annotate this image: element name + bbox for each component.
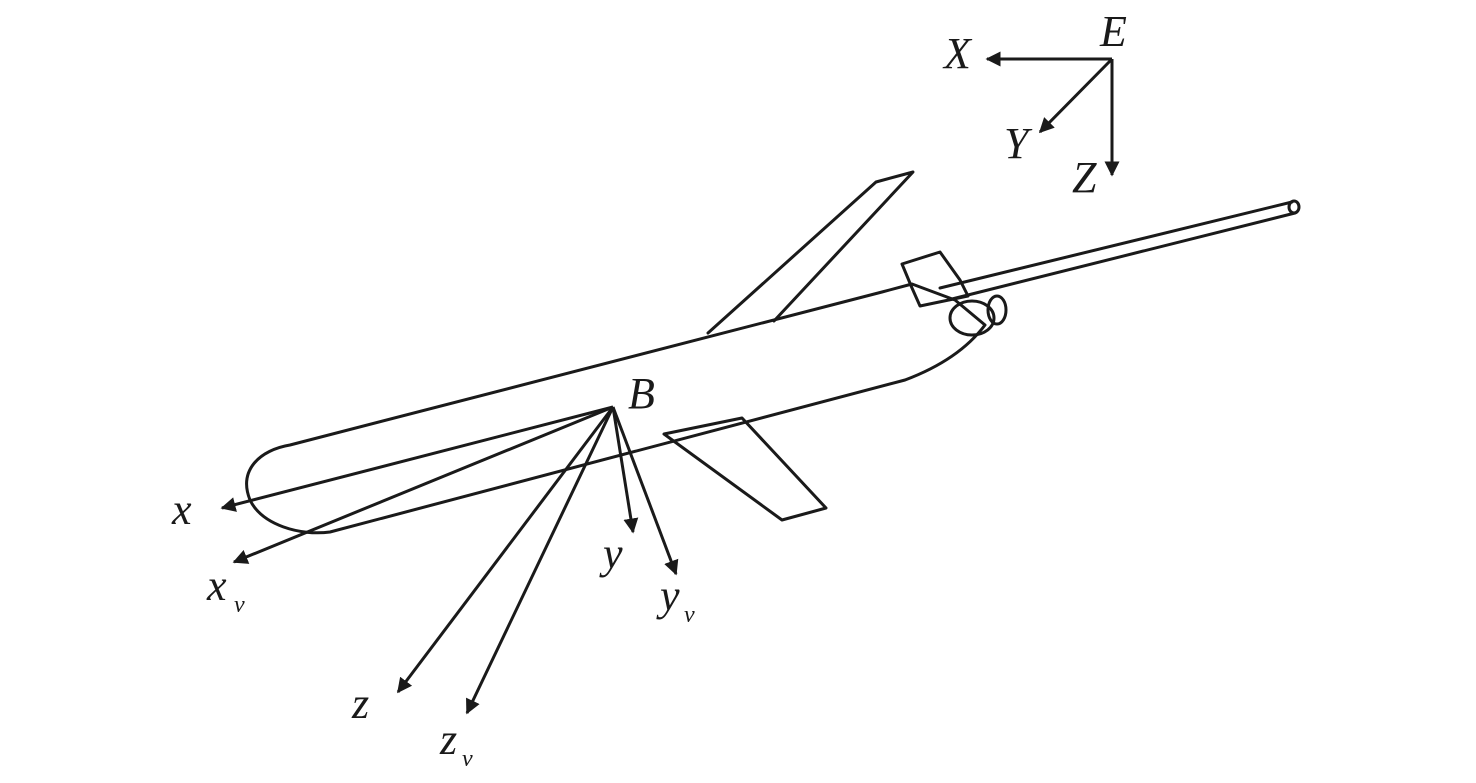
velocity-y-main: y bbox=[656, 571, 680, 620]
velocity-x-label: x v bbox=[206, 561, 245, 618]
velocity-x-axis bbox=[232, 405, 614, 564]
antenna-tip bbox=[1287, 199, 1301, 215]
vehicle-drawing bbox=[245, 170, 1301, 535]
velocity-x-main: x bbox=[206, 561, 227, 610]
earth-z-label: Z bbox=[1072, 153, 1097, 202]
body-z-axis bbox=[396, 406, 615, 694]
hull bbox=[245, 282, 987, 535]
body-x-label: x bbox=[171, 485, 192, 534]
antenna bbox=[938, 200, 1297, 302]
body-frames: B x x v y y v z z v bbox=[171, 369, 695, 772]
thruster-nozzle bbox=[986, 294, 1008, 326]
earth-y-label: Y bbox=[1004, 119, 1033, 168]
body-origin-label: B bbox=[628, 369, 655, 418]
velocity-z-label: z v bbox=[439, 715, 473, 772]
velocity-y-axis bbox=[611, 406, 679, 576]
body-y-axis bbox=[611, 406, 639, 534]
earth-frame: E X Y Z bbox=[942, 7, 1127, 202]
earth-x-label: X bbox=[942, 29, 973, 78]
body-y-label: y bbox=[599, 529, 623, 578]
earth-origin-label: E bbox=[1099, 7, 1127, 56]
velocity-x-subscript: v bbox=[234, 592, 245, 618]
upper-fin bbox=[706, 170, 915, 335]
body-x-axis bbox=[220, 405, 614, 512]
velocity-z-main: z bbox=[439, 715, 457, 764]
lower-fin bbox=[662, 416, 828, 522]
earth-y-axis bbox=[1038, 57, 1114, 134]
velocity-z-subscript: v bbox=[462, 746, 473, 772]
velocity-y-subscript: v bbox=[684, 602, 695, 628]
thruster bbox=[948, 299, 996, 337]
velocity-z-axis bbox=[465, 406, 615, 715]
velocity-y-label: y v bbox=[656, 571, 695, 628]
body-z-label: z bbox=[351, 679, 369, 728]
antenna-mount bbox=[900, 250, 970, 308]
